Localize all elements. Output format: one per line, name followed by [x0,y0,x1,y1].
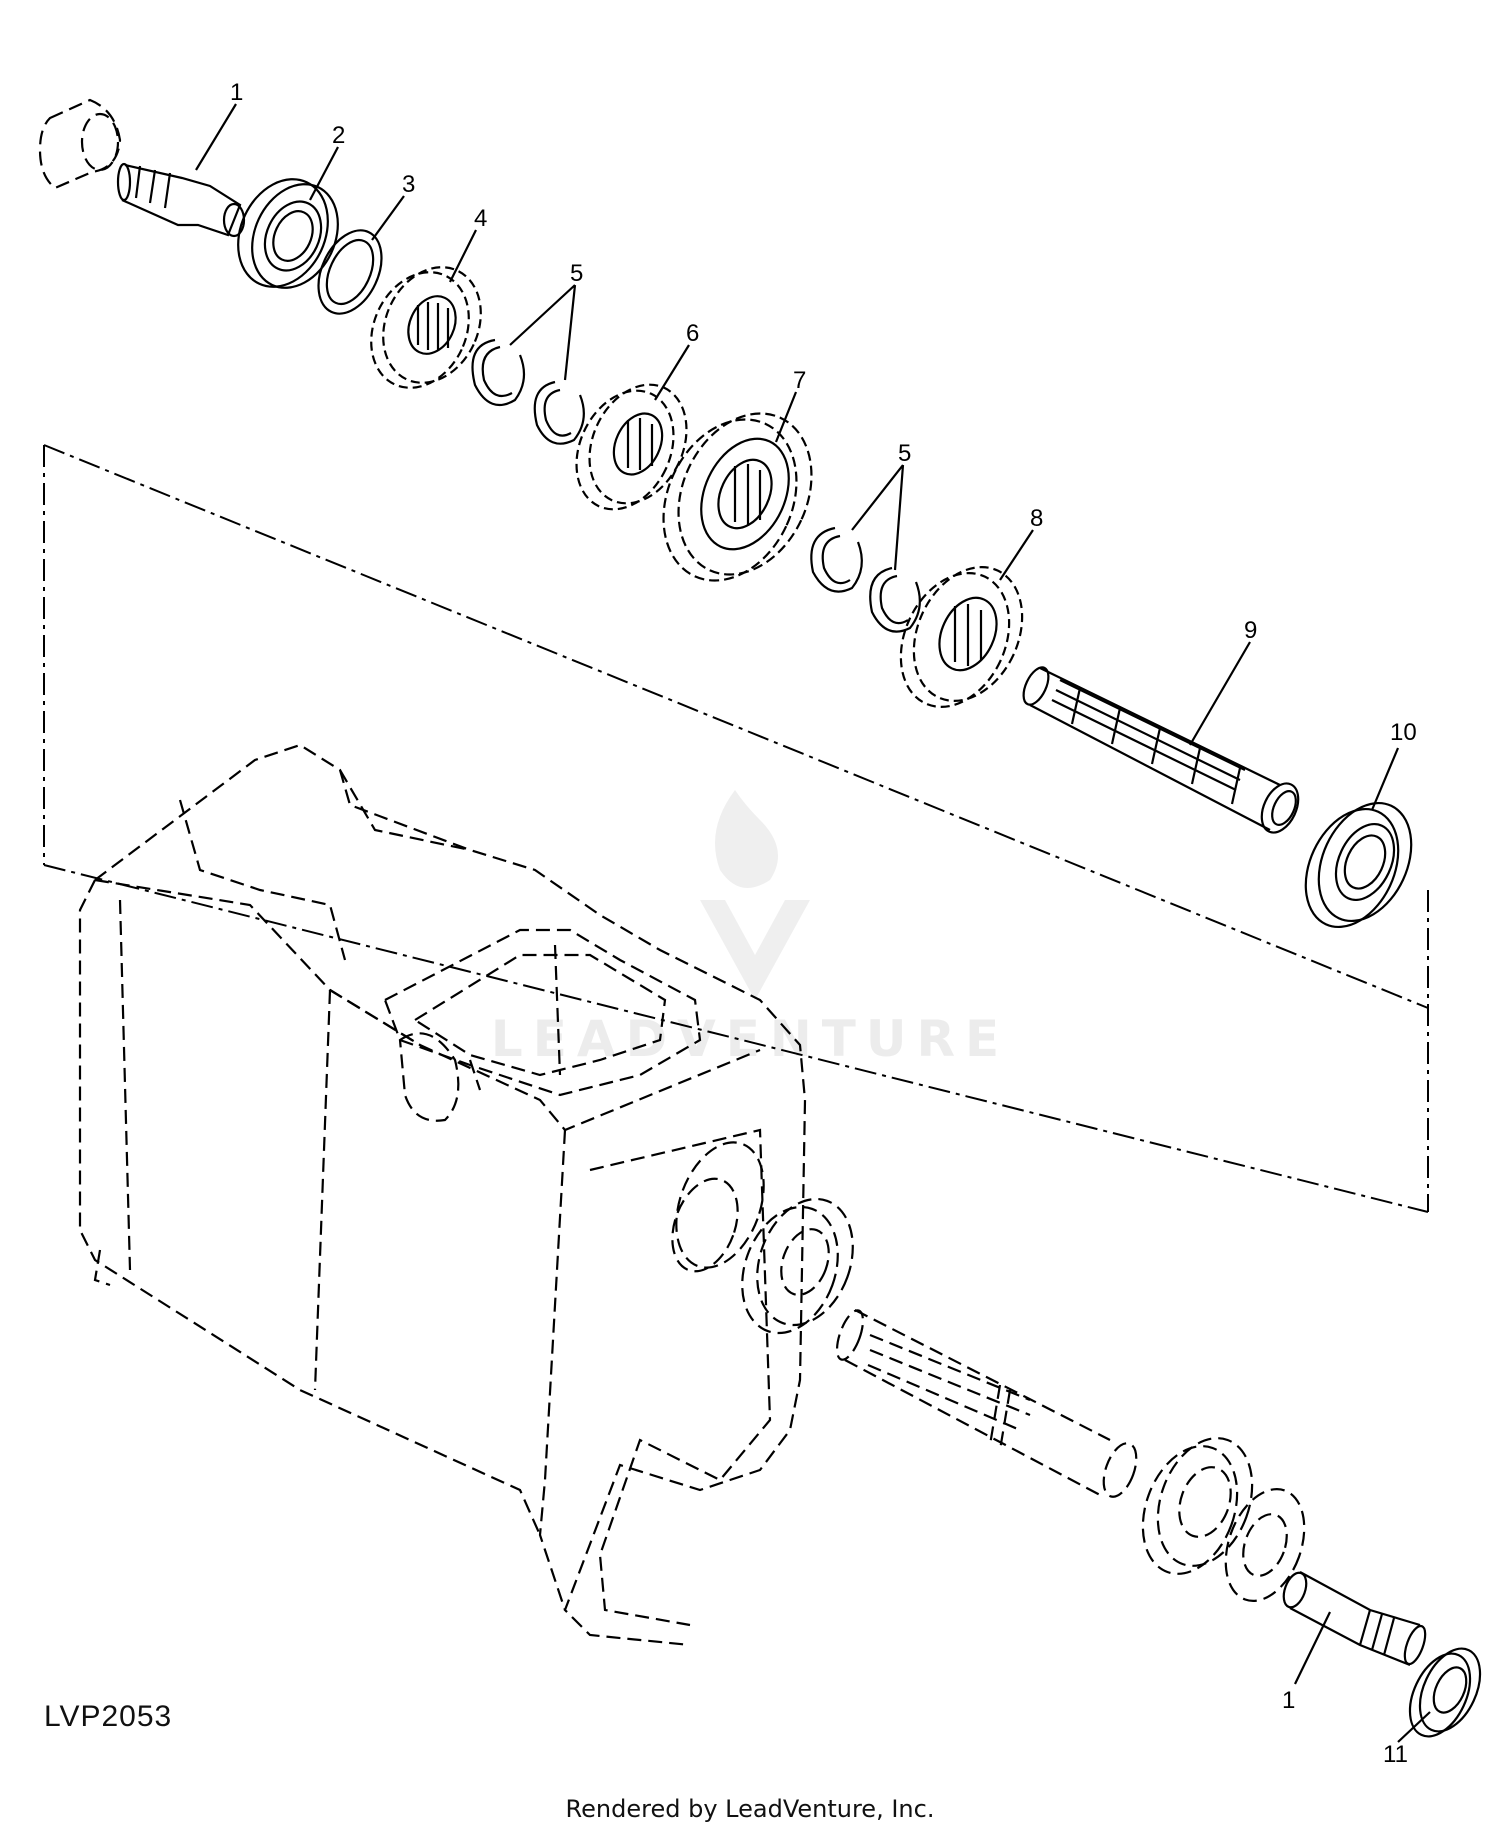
part-11-seal [1408,1647,1482,1738]
callout-6: 6 [686,320,699,347]
part-5-snap-ring-d [869,566,921,633]
output-shaft-dashed [835,1309,1138,1498]
part-6-gear [575,383,688,511]
part-3-washer [317,229,383,315]
lower-bearing-dashed [1141,1437,1306,1602]
transmission-housing-dashed [78,743,807,1647]
callout-4: 4 [474,205,487,232]
part-2-bearing [237,178,339,289]
callout-10: 10 [1390,719,1417,746]
callout-8: 8 [1030,505,1043,532]
part-8-gear [899,566,1024,708]
callout-5-lower: 5 [898,440,911,467]
figure-id: LVP2053 [44,1700,173,1733]
render-credit: Rendered by LeadVenture, Inc. [565,1795,935,1823]
part-5-snap-ring-c [810,526,863,593]
part-1-stub-shaft-lower [1282,1571,1427,1667]
callout-7: 7 [793,367,806,394]
housing-bore-dashed [671,1141,854,1335]
callout-2: 2 [332,122,345,149]
callout-5-upper: 5 [570,260,583,287]
coupler-dashed-top [38,98,122,190]
exploded-view-bracket [43,444,1429,1213]
callout-1-bottom: 1 [1282,1687,1295,1714]
callout-9: 9 [1244,617,1257,644]
leader-lines [195,103,1431,1743]
part-4-gear [370,266,482,389]
part-9-splined-shaft [1022,666,1300,834]
part-5-snap-ring-a [471,338,526,407]
part-5-snap-ring-b [533,380,585,445]
callout-11: 11 [1383,1741,1408,1768]
part-1-stub-shaft [116,162,246,238]
part-10-bearing [1304,801,1413,929]
callout-1-top: 1 [230,79,243,106]
callout-3: 3 [402,171,415,198]
part-7-large-gear [662,412,813,582]
